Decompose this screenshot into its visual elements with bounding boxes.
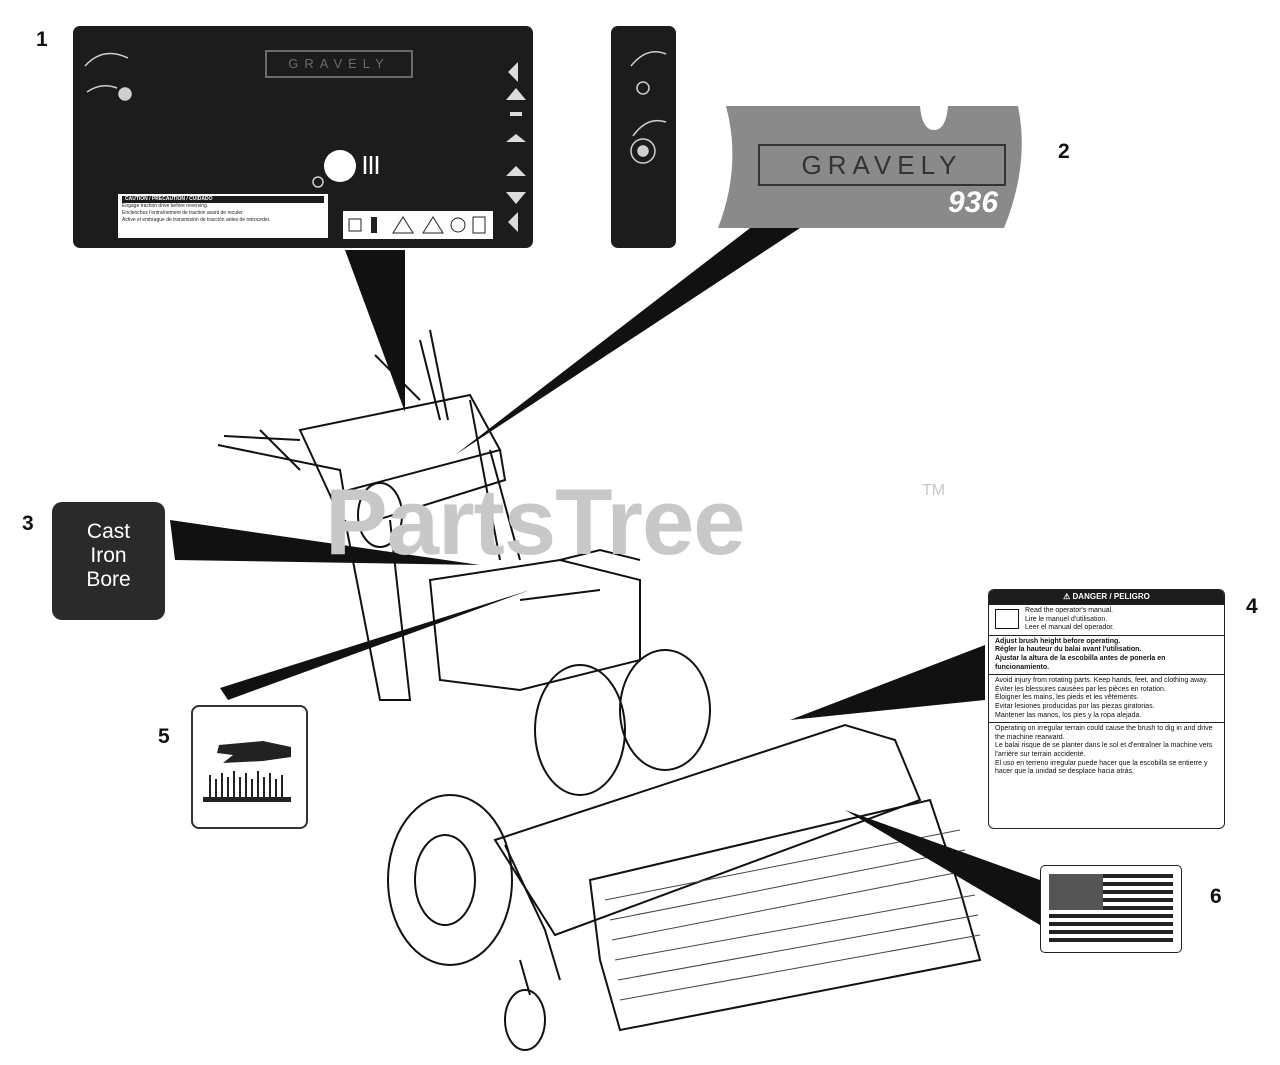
callout-4: 4 bbox=[1246, 595, 1258, 618]
adjust-line-2: Régler la hauteur du balai avant l'utili… bbox=[995, 646, 1142, 654]
terrain-line-1: Operating on irregular terrain could cau… bbox=[995, 725, 1213, 741]
hand-brush-pictogram bbox=[203, 741, 291, 802]
injury-line-2: Éviter les blessures causées par les piè… bbox=[995, 685, 1166, 693]
decal3-line-3: Bore bbox=[86, 568, 131, 591]
callout-1: 1 bbox=[36, 28, 48, 51]
hood-badge-decal: GRAVELY 936 bbox=[712, 104, 1030, 232]
adjust-section: Adjust brush height before operating. Ré… bbox=[989, 634, 1224, 674]
safety-icons-strip bbox=[343, 211, 493, 239]
parts-tree-watermark: PartsTree bbox=[325, 469, 746, 574]
injury-line-4: Evitar lesiones producidas por las pieza… bbox=[995, 702, 1155, 710]
injury-line-3: Éloigner les mains, les pieds et les vêt… bbox=[995, 694, 1139, 702]
side-control-symbols bbox=[630, 51, 667, 164]
manual-line-1: Read the operator's manual. bbox=[1025, 607, 1114, 614]
injury-line-5: Mantener las manos, los pies y la ropa a… bbox=[995, 711, 1142, 719]
injury-line-1: Avoid injury from rotating parts. Keep h… bbox=[995, 677, 1208, 685]
terrain-line-2: Le balai risque de se planter dans le so… bbox=[995, 742, 1213, 758]
caution-line-3: Active el embrague de transmisión de tra… bbox=[122, 217, 271, 223]
danger-label-decal: ⚠ DANGER / PELIGRO Read the operator's m… bbox=[988, 589, 1225, 829]
model-number: 936 bbox=[948, 186, 999, 219]
injury-section: Avoid injury from rotating parts. Keep h… bbox=[989, 674, 1224, 722]
callout-3: 3 bbox=[22, 512, 34, 535]
caution-warning-box: CAUTION / PRÉCAUTION / CUIDADO Engage tr… bbox=[118, 194, 328, 238]
adjust-line-3: Ajustar la altura de la escobilla antes … bbox=[995, 654, 1166, 671]
manual-line-2: Lire le manuel d'utilisation. bbox=[1025, 615, 1108, 623]
us-flag-decal bbox=[1040, 865, 1182, 953]
hood-badge-shape bbox=[718, 106, 1022, 228]
adjust-line-1: Adjust brush height before operating. bbox=[995, 637, 1121, 645]
decal3-line-1: Cast bbox=[86, 520, 131, 543]
control-panel-symbols bbox=[84, 52, 526, 232]
caution-line-2: Enclenchez l'entraînement de traction av… bbox=[122, 210, 244, 216]
rotating-brush-hazard-decal bbox=[191, 705, 308, 829]
caution-title: CAUTION / PRÉCAUTION / CUIDADO bbox=[122, 196, 324, 203]
hood-gravely-brand: GRAVELY bbox=[758, 144, 1006, 186]
gravely-brand-box: GRAVELY bbox=[265, 50, 413, 78]
callout-2: 2 bbox=[1058, 140, 1070, 163]
callout-5: 5 bbox=[158, 725, 170, 748]
decal3-line-2: Iron bbox=[90, 544, 127, 567]
terrain-line-3: El uso en terreno irregular puede hacer … bbox=[995, 759, 1208, 776]
us-flag-icon bbox=[1049, 874, 1173, 942]
manual-line-3: Leer el manual del operador. bbox=[1025, 624, 1115, 632]
cast-iron-bore-decal: Cast Iron Bore bbox=[52, 502, 165, 620]
callout-6: 6 bbox=[1210, 885, 1222, 908]
danger-header: ⚠ DANGER / PELIGRO bbox=[989, 590, 1224, 604]
control-panel-decal: GRAVELY CAUTION / PRÉCAUTION / CUIDADO E… bbox=[73, 26, 533, 248]
manual-section: Read the operator's manual. Lire le manu… bbox=[989, 604, 1224, 635]
trademark-mark: TM bbox=[922, 482, 946, 499]
caution-line-1: Engage traction drive before reversing. bbox=[122, 203, 209, 209]
terrain-section: Operating on irregular terrain could cau… bbox=[989, 722, 1224, 779]
manual-book-icon bbox=[995, 609, 1019, 629]
side-control-decal bbox=[611, 26, 676, 248]
